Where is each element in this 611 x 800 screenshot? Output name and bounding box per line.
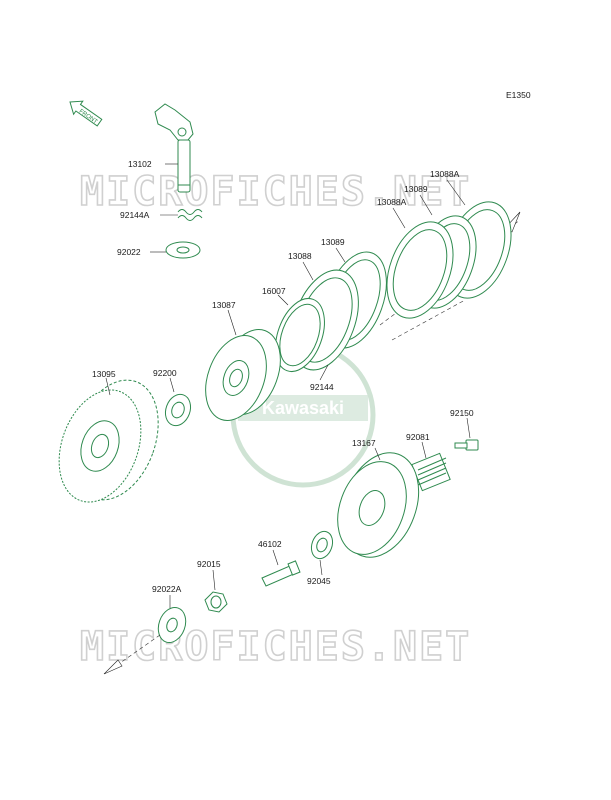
label-92081: 92081 xyxy=(406,432,430,442)
label-13089-top: 13089 xyxy=(404,184,428,194)
watermark-top: MICROFICHES.NET xyxy=(80,169,471,215)
label-92045: 92045 xyxy=(307,576,331,586)
label-92200: 92200 xyxy=(153,368,177,378)
nut-92015 xyxy=(204,591,228,613)
label-16007: 16007 xyxy=(262,286,286,296)
collar-92200 xyxy=(164,393,192,427)
label-13088a-top: 13088A xyxy=(430,169,460,179)
label-92022a: 92022A xyxy=(152,584,182,594)
bolt-92150 xyxy=(454,439,479,451)
push-rod-46102 xyxy=(261,560,301,587)
push-lever-13102 xyxy=(154,103,194,193)
label-13088: 13088 xyxy=(288,251,312,261)
label-13087: 13087 xyxy=(212,300,236,310)
clutch-hub-13087 xyxy=(205,329,281,421)
label-13089: 13089 xyxy=(321,237,345,247)
pressure-plate-13167 xyxy=(337,452,420,558)
clutch-plate-13088a-front xyxy=(386,221,454,319)
clutch-housing-13095 xyxy=(58,379,159,503)
label-46102: 46102 xyxy=(258,539,282,549)
direction-arrow-bottom-icon xyxy=(103,659,123,675)
spring-92144a xyxy=(177,209,203,221)
label-13088a-mid: 13088A xyxy=(377,197,407,207)
washer-92022a xyxy=(157,607,187,643)
spring-plate-16007 xyxy=(275,298,325,372)
label-92022: 92022 xyxy=(117,247,141,257)
label-13102: 13102 xyxy=(128,159,152,169)
logo-text: Kawasaki xyxy=(262,398,344,418)
diagram-code: E1350 xyxy=(506,90,531,100)
label-92144a: 92144A xyxy=(120,210,150,220)
label-13167: 13167 xyxy=(352,438,376,448)
label-92150: 92150 xyxy=(450,408,474,418)
label-92015: 92015 xyxy=(197,559,221,569)
bearing-92045 xyxy=(310,530,334,560)
washer-92022 xyxy=(165,241,201,259)
front-arrow-icon: FRONT xyxy=(69,100,103,127)
label-13095: 13095 xyxy=(92,369,116,379)
watermark-bottom: MICROFICHES.NET xyxy=(80,624,471,670)
label-92144: 92144 xyxy=(310,382,334,392)
